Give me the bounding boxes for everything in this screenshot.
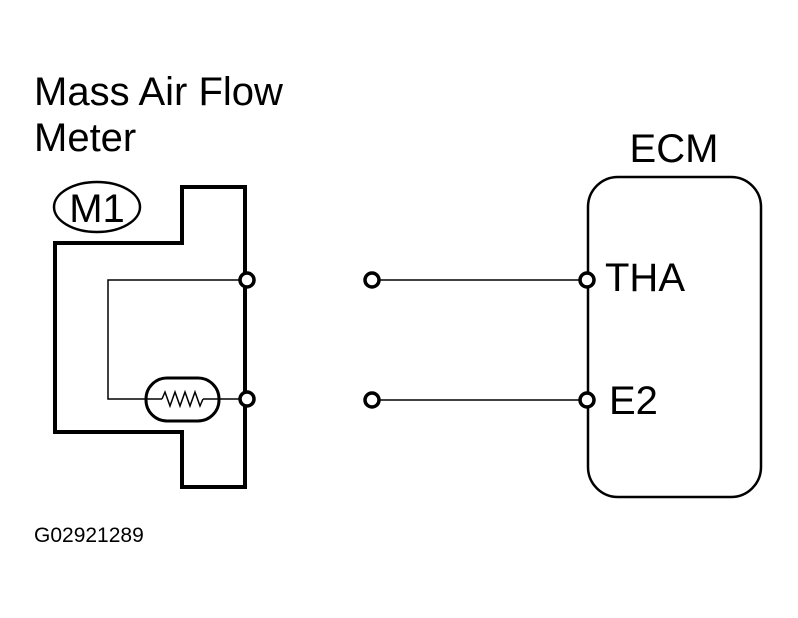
component-title-line1: Mass Air Flow <box>34 70 283 114</box>
ecm-pin-label-tha: THA <box>605 256 685 300</box>
figure-code: G02921289 <box>34 524 144 547</box>
meter-terminal-e2 <box>238 390 256 408</box>
connector-id-label: M1 <box>69 187 125 231</box>
internal-wire-tha <box>107 279 244 400</box>
meter-terminal-tha <box>238 271 256 289</box>
connector-id-ellipse <box>52 180 142 234</box>
resistor-icon <box>161 389 204 409</box>
component-title-line2: Meter <box>34 116 136 160</box>
harness-terminal-e2 <box>363 391 381 409</box>
ecm-label: ECM <box>630 127 719 171</box>
harness-terminal-tha <box>363 271 381 289</box>
ecm-pin-label-e2: E2 <box>609 379 658 423</box>
ecm-terminal-e2 <box>578 391 596 409</box>
ecm-terminal-tha <box>578 271 596 289</box>
ecm-box <box>586 175 763 499</box>
